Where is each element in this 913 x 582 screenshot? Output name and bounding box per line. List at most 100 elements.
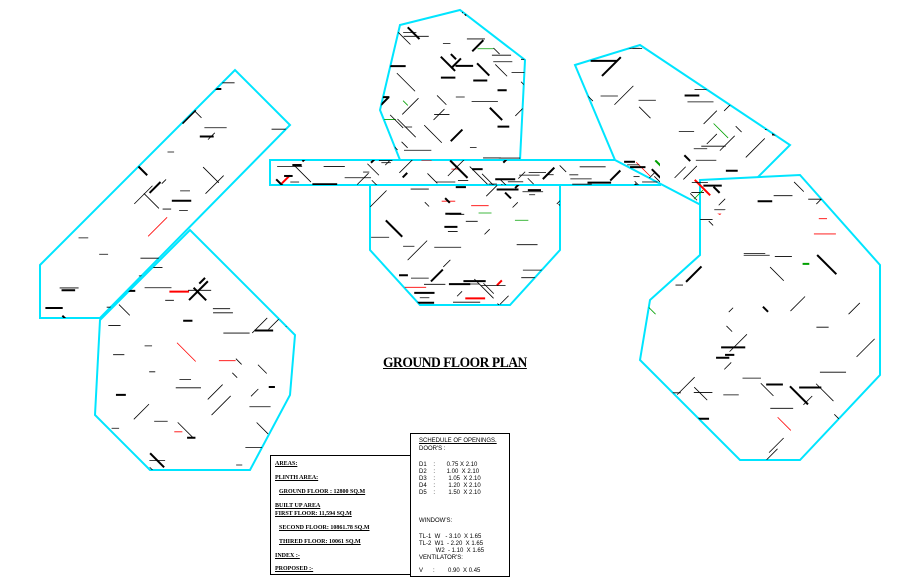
wall-line (202, 166, 220, 184)
wall-line (856, 338, 875, 358)
wall-line (232, 372, 238, 378)
wall-line (205, 175, 224, 194)
wall-line (149, 466, 162, 470)
wall-line (367, 163, 380, 176)
wall-line (407, 240, 428, 261)
wall-line (492, 24, 500, 33)
wall-line (450, 128, 464, 142)
wall-line (609, 169, 622, 182)
wall-line (516, 10, 525, 29)
wall-line (601, 56, 622, 77)
wall-line (471, 39, 485, 53)
wall-line (598, 202, 612, 215)
wall-line (504, 191, 512, 200)
ground-floor-area: GROUND FLOOR : 12800 SQ.M (279, 489, 366, 495)
north-block (378, 8, 527, 161)
wall-line (192, 287, 207, 302)
wall-line (275, 178, 288, 185)
wall-line (423, 124, 443, 144)
wall-line (401, 172, 408, 179)
wall-line (370, 190, 387, 208)
wall-line (501, 14, 512, 25)
wall-line (587, 208, 596, 215)
wall-line (61, 314, 75, 318)
wall-line (789, 99, 790, 117)
door-row: D3 : 1.05 X 2.10 (419, 476, 481, 482)
wall-line (385, 219, 403, 238)
drawing-title: GROUND FLOOR PLAN (383, 355, 527, 371)
first-floor-area: FIRST FLOOR: 11,594 SQ.M (275, 511, 352, 517)
wall-line (702, 55, 717, 70)
wall-line (62, 81, 74, 93)
door-row: D4 : 1.20 X 2.10 (419, 483, 481, 489)
wall-line (443, 259, 451, 268)
door-row: D2 : 1.00 X 2.10 (419, 469, 480, 475)
wall-line (176, 342, 197, 362)
schedule-heading: SCHEDULE OF OPENINGS. (419, 438, 497, 444)
wall-line (288, 280, 290, 297)
wall-line (651, 168, 660, 185)
wall-line (235, 358, 242, 365)
wall-line (789, 385, 809, 406)
wall-line (713, 69, 727, 83)
wall-line (256, 422, 269, 435)
wall-line (834, 414, 852, 432)
wall-line (147, 217, 168, 237)
wall-line (803, 395, 813, 406)
wall-line (708, 220, 714, 226)
wall-line (119, 108, 140, 129)
wall-line (793, 181, 805, 192)
wall-line (558, 203, 560, 209)
wall-line (816, 254, 838, 275)
wall-line (133, 403, 150, 420)
wall-line (118, 304, 131, 316)
wall-line (399, 160, 418, 174)
window-row: W2 - 1.10 X 1.65 (419, 548, 485, 554)
window-row: TL-2 W1 - 2.20 X 1.65 (419, 541, 484, 547)
wall-line (689, 193, 698, 201)
wall-line (257, 364, 268, 374)
wall-line (685, 265, 703, 283)
wall-line (502, 160, 510, 164)
wall-line (382, 147, 394, 159)
index-label: INDEX :- (275, 553, 300, 559)
wall-line (703, 110, 718, 125)
wall-line (250, 388, 259, 397)
wall-line (654, 176, 660, 185)
wall-line (712, 186, 721, 194)
wall-line (293, 164, 312, 183)
wall-line (476, 62, 491, 77)
nw-wing (39, 68, 292, 319)
wall-line (464, 10, 478, 17)
wall-line (474, 278, 494, 299)
areas-table: AREAS: PLINTH AREA: GROUND FLOOR : 12800… (270, 455, 412, 575)
wall-line (229, 244, 248, 263)
areas-heading: AREAS: (275, 461, 298, 467)
wall-line (401, 97, 419, 115)
wall-line (718, 198, 726, 206)
wall-line (268, 319, 279, 330)
second-floor-area: SECOND FLOOR: 10861.78 SQ.M (279, 525, 370, 531)
wall-line (489, 107, 503, 121)
wall-line (381, 13, 394, 27)
wall-line (436, 95, 447, 106)
wall-line (542, 166, 556, 180)
wall-line (870, 226, 880, 247)
window-row: TL-1 W - 3.10 X 1.65 (419, 534, 482, 540)
wall-line (427, 173, 438, 184)
wall-line (449, 160, 469, 179)
wall-line (243, 183, 257, 197)
wall-line (356, 172, 369, 185)
wall-line (728, 307, 734, 313)
wall-line (433, 108, 445, 121)
wall-line (450, 57, 462, 69)
wall-line (614, 85, 634, 106)
third-floor-area: THIRED FLOOR: 10061 SQ.M (279, 539, 361, 545)
wall-line (726, 325, 733, 332)
doors-label: DOOR'S : (419, 446, 446, 452)
wall-line (499, 295, 509, 305)
wall-line (407, 26, 421, 40)
wall-line (683, 154, 691, 162)
wall-line (493, 47, 500, 55)
